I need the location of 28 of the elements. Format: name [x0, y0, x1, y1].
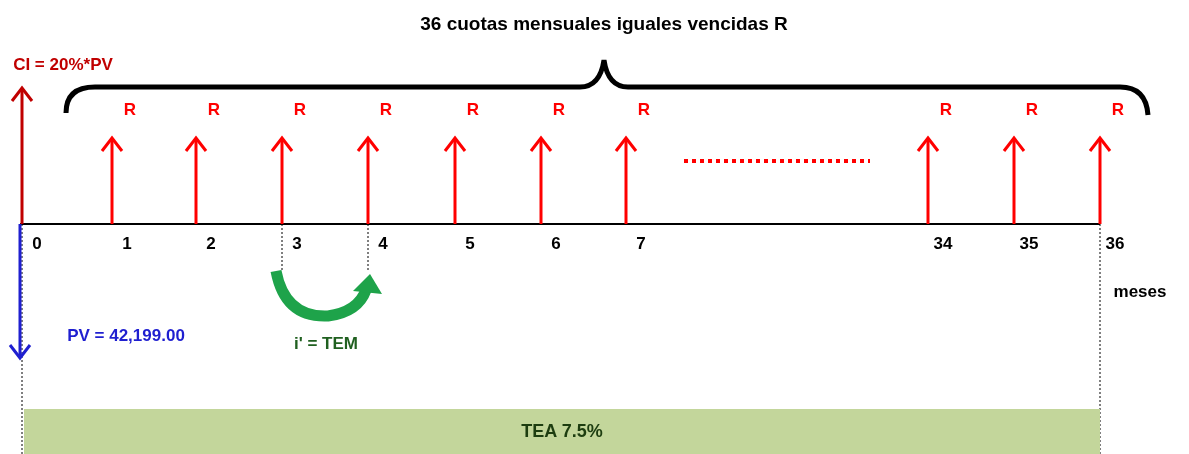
- rate-band: [24, 409, 1100, 454]
- period-number: 7: [636, 234, 646, 254]
- period-number: 35: [1019, 234, 1039, 254]
- installment-label: R: [1025, 100, 1039, 120]
- period-number: 34: [933, 234, 953, 254]
- period-number: 4: [378, 234, 388, 254]
- installment-label: R: [379, 100, 393, 120]
- period-number: 6: [551, 234, 561, 254]
- period-number: 5: [465, 234, 475, 254]
- installment-label: R: [552, 100, 566, 120]
- installment-label: R: [1111, 100, 1125, 120]
- installment-label: R: [207, 100, 221, 120]
- title: 36 cuotas mensuales iguales vencidas R: [420, 14, 788, 34]
- formula-label: i' = TEM: [294, 334, 358, 354]
- period-number: 1: [122, 234, 132, 254]
- installment-label: R: [123, 100, 137, 120]
- period-number: 2: [206, 234, 216, 254]
- installment-label: R: [939, 100, 953, 120]
- band-label: TEA 7.5%: [521, 421, 603, 442]
- formula-label: PV = 42,199.00: [67, 326, 185, 346]
- period-number: 36: [1105, 234, 1125, 254]
- installment-label: R: [637, 100, 651, 120]
- installment-label: R: [293, 100, 307, 120]
- formula-label: CI = 20%*PV: [13, 55, 113, 75]
- period-number: 3: [292, 234, 302, 254]
- period-number: 0: [32, 234, 42, 254]
- installment-label: R: [466, 100, 480, 120]
- axis-unit-label: meses: [1113, 282, 1167, 302]
